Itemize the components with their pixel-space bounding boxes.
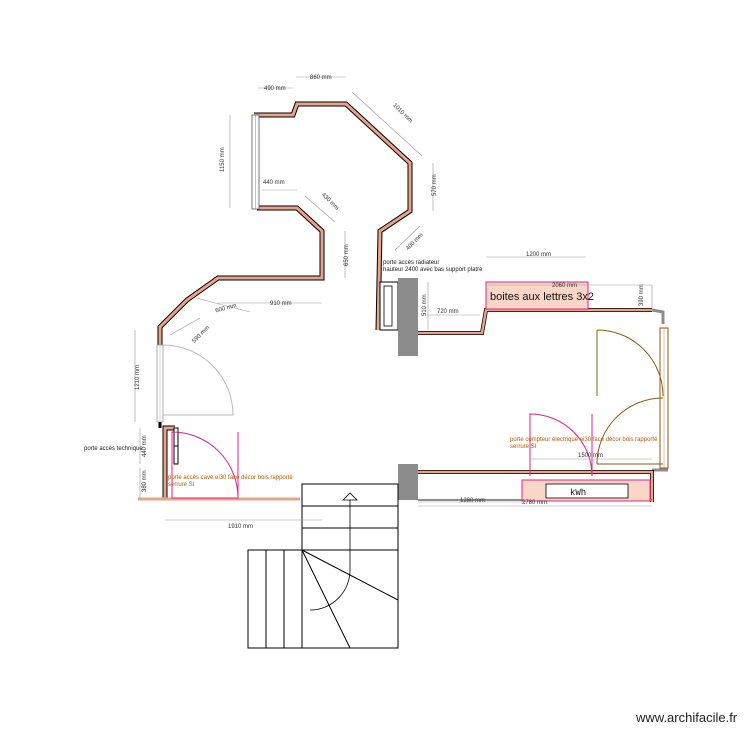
dim-720: 720 mm	[437, 309, 459, 315]
radiator-label-line2: hauteur 2400 avec bas support platre	[383, 267, 483, 273]
meter-box	[521, 479, 651, 502]
radiator-label-line1: porte accès radiateur	[383, 260, 439, 266]
dim-2780: 2780 mm	[522, 500, 547, 506]
meter-door-label-line1: porte compteur électrique ei30 face déco…	[510, 437, 658, 443]
dim-2060: 2060 mm	[552, 283, 577, 289]
radiator-area	[379, 278, 418, 356]
grey-column-bottom	[398, 464, 418, 500]
dim-1500: 1500 mm	[578, 453, 603, 459]
window-left-upper	[251, 114, 260, 210]
grey-column-top	[398, 278, 418, 356]
mailbox-label: boites aux lettres 3x2	[490, 291, 594, 303]
dim-1010: 1010 mm	[391, 103, 413, 125]
dim-650: 650 mm	[344, 244, 350, 266]
meter-door	[529, 413, 593, 477]
dim-860: 860 mm	[310, 75, 332, 81]
lower-left-walls	[138, 425, 300, 501]
cellar-door	[171, 431, 239, 499]
dim-570: 570 mm	[432, 174, 438, 196]
dim-1210: 1210 mm	[135, 365, 141, 390]
dim-600: 600 mm	[215, 303, 238, 314]
annotations: porte accès radiateur hauteur 2400 avec …	[84, 260, 658, 498]
upper-walls	[157, 101, 413, 345]
dim-440-top: 440 mm	[263, 180, 285, 186]
meter-door-label-line2: serrure SI	[510, 444, 537, 450]
dimension-lines	[134, 76, 653, 521]
dim-490: 490 mm	[264, 86, 286, 92]
dim-590: 590 mm	[191, 325, 211, 345]
dim-1910: 1910 mm	[228, 524, 253, 530]
dim-910: 910 mm	[270, 301, 292, 307]
left-door-swing	[162, 344, 234, 416]
dim-1150: 1150 mm	[220, 147, 226, 172]
dim-1280: 1280 mm	[460, 498, 485, 504]
mailbox-box	[485, 281, 589, 310]
dim-440-left: 440 mm	[142, 435, 148, 457]
dim-1200: 1200 mm	[526, 252, 551, 258]
cellar-door-label-line1: porte accès cave ei30 face décor bois ra…	[168, 475, 293, 481]
stairs	[247, 483, 399, 649]
right-upper-wall	[418, 308, 665, 335]
dim-430: 430 mm	[320, 192, 340, 212]
technical-door-label: porte accès technique	[84, 446, 143, 452]
kwh-label: kWh	[570, 488, 586, 498]
cellar-door-label-line2: serrure SI	[168, 482, 195, 488]
left-wall	[156, 344, 164, 428]
dim-390-right: 390 mm	[639, 284, 645, 306]
dim-400: 400 mm	[405, 232, 425, 252]
inner-wall-fill	[158, 206, 324, 345]
right-brown-door	[596, 329, 664, 465]
upper-wall-fill	[254, 102, 412, 331]
dim-510: 510 mm	[422, 294, 428, 316]
watermark-link[interactable]: www.archifacile.fr	[635, 710, 738, 725]
dim-380: 380 mm	[142, 470, 148, 492]
